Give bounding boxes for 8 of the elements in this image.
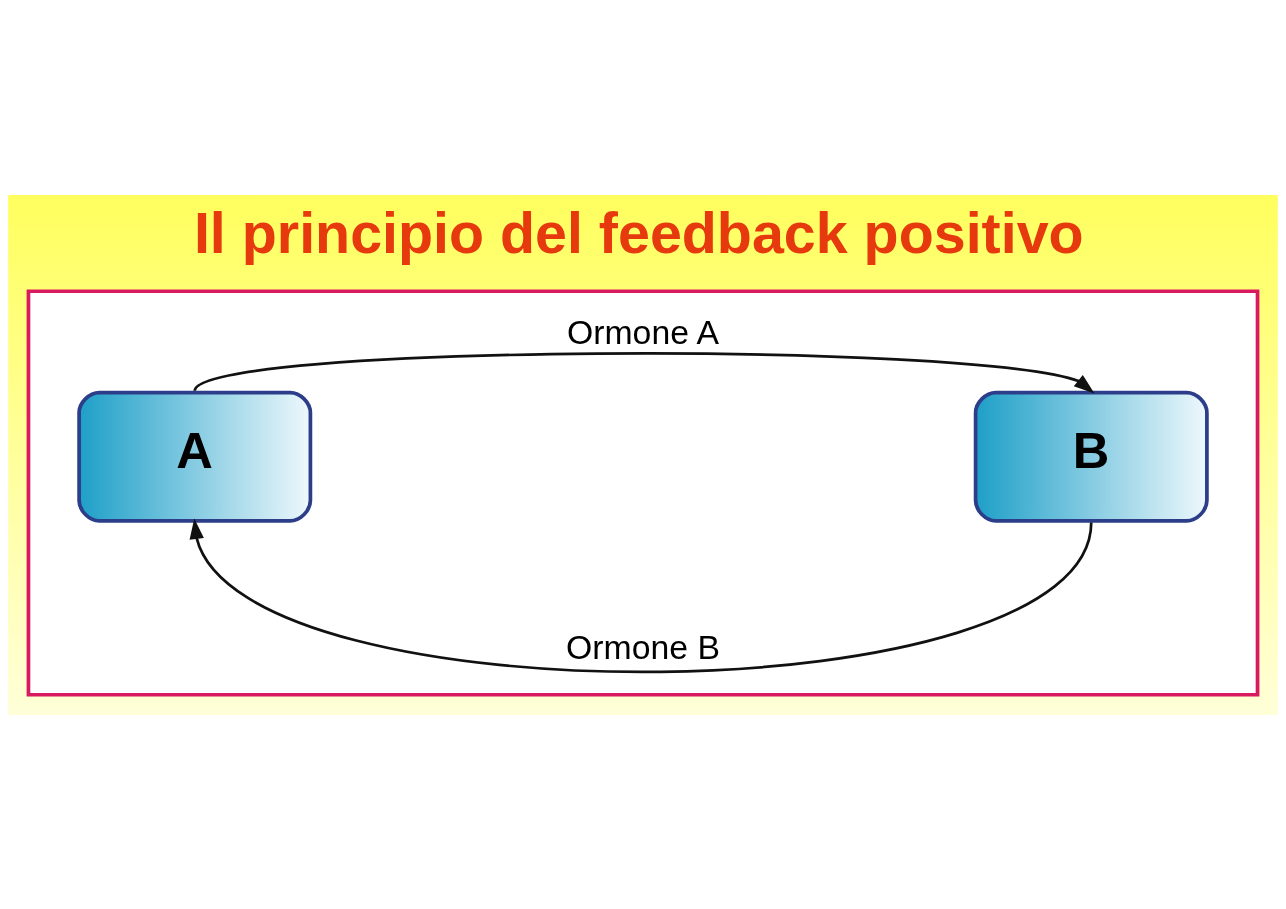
cluster [26, 288, 1260, 697]
diagram-title: Il principio del feedback positivo [193, 200, 1084, 265]
node-box: A [77, 390, 313, 523]
node-box: B [973, 390, 1209, 523]
arrow [189, 517, 1093, 673]
arrow [193, 351, 1095, 393]
edge-label: Ormone A [567, 312, 719, 351]
edge-label: Ormone B [566, 627, 720, 666]
